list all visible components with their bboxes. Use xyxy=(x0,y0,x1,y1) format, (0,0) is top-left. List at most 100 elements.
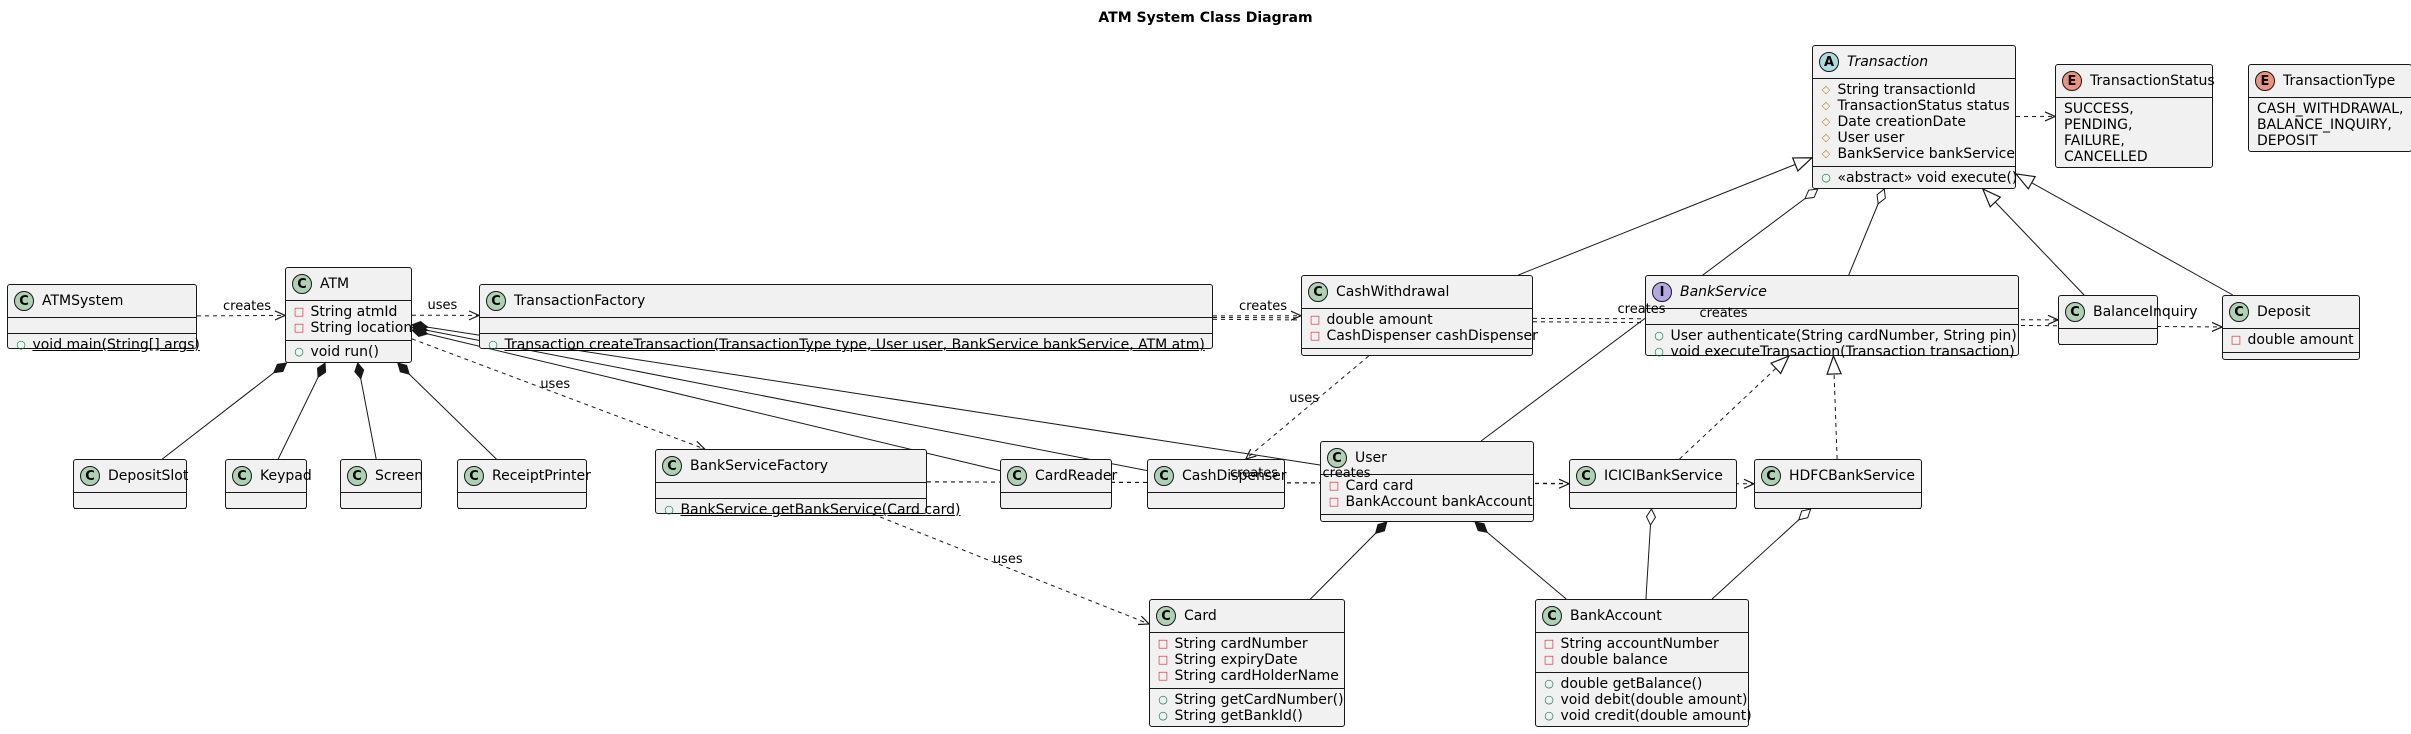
edge-label: creates xyxy=(223,298,272,314)
public-visibility-icon: ○ xyxy=(1654,329,1664,342)
method: ○ BankService getBankService(Card card) xyxy=(662,502,960,518)
method: ○ String getBankId() xyxy=(1156,708,1336,724)
method-text: BankService getBankService(Card card) xyxy=(680,502,961,518)
edge-label: creates xyxy=(1239,298,1288,314)
field-text: CashDispenser cashDispenser xyxy=(1326,328,1538,344)
class-badge-icon: C xyxy=(1308,282,1328,302)
field: □ double amount xyxy=(1308,312,1524,328)
method-text: void debit(double amount) xyxy=(1560,692,1748,708)
field: ◇ TransactionStatus status xyxy=(1819,98,2010,114)
protected-visibility-icon: ◇ xyxy=(1821,131,1831,144)
protected-visibility-icon: ◇ xyxy=(1821,115,1831,128)
field: ◇ User user xyxy=(1819,130,2007,146)
composition-edge-user-bankaccount xyxy=(1475,522,1567,600)
fields-section: □ String accountNumber□ double balance xyxy=(1536,632,1748,672)
methods-section xyxy=(2059,344,2157,360)
field: □ double amount xyxy=(2229,332,2354,348)
class-badge-icon: C xyxy=(1007,466,1027,486)
protected-visibility-icon: ◇ xyxy=(1821,83,1831,96)
enum-values: SUCCESS,PENDING,FAILURE,CANCELLED xyxy=(2056,97,2212,169)
field: □ String atmId xyxy=(292,304,403,320)
method: ○ Transaction createTransaction(Transact… xyxy=(486,337,1205,353)
method: ○ String getCardNumber() xyxy=(1156,692,1343,708)
class-badge-icon: C xyxy=(1542,606,1562,626)
enum-value-text: SUCCESS, xyxy=(2064,101,2134,117)
fields-section: ◇ String transactionId◇ TransactionStatu… xyxy=(1813,78,2015,166)
fields-section: □ double amount□ CashDispenser cashDispe… xyxy=(1302,308,1538,348)
field-text: Date creationDate xyxy=(1837,114,1966,130)
private-visibility-icon: □ xyxy=(1157,669,1169,682)
methods-section xyxy=(1570,508,1736,524)
field-text: User user xyxy=(1837,130,1905,146)
class-badge-icon: C xyxy=(80,466,100,486)
class-badge-icon: C xyxy=(1576,466,1596,486)
field: □ String expiryDate xyxy=(1156,652,1336,668)
fields-section xyxy=(341,492,421,508)
fields-section xyxy=(1570,492,1736,508)
fields-section xyxy=(1148,492,1284,508)
enum-value: PENDING, xyxy=(2062,117,2204,133)
field-text: double balance xyxy=(1560,652,1668,668)
private-visibility-icon: □ xyxy=(1309,329,1321,342)
composition-edge-atm-keypad xyxy=(277,363,325,460)
private-visibility-icon: □ xyxy=(1157,637,1169,650)
class-name: ATM xyxy=(320,276,350,292)
field-text: BankAccount bankAccount xyxy=(1345,494,1533,510)
enum-value: FAILURE, xyxy=(2062,133,2204,149)
realization-edge-hdfcbankservice-bankservice xyxy=(1833,356,1837,460)
field-text: double amount xyxy=(1326,312,1433,328)
class-name: Deposit xyxy=(2257,304,2311,320)
field: □ Card card xyxy=(1327,478,1525,494)
private-visibility-icon: □ xyxy=(1543,653,1555,666)
class-name: ReceiptPrinter xyxy=(492,468,591,484)
method: ○ double getBalance() xyxy=(1542,676,1740,692)
composition-edge-user-card xyxy=(1310,522,1386,600)
edge-label: creates xyxy=(1617,301,1666,317)
composition-edge-atm-screen xyxy=(358,363,377,460)
methods-section xyxy=(1001,508,1111,524)
method-text: String getCardNumber() xyxy=(1174,692,1344,708)
method: ○ «abstract» void execute() xyxy=(1819,170,2017,186)
methods-section xyxy=(226,508,306,524)
class-name: CashDispenser xyxy=(1182,468,1287,484)
fields-section xyxy=(8,317,196,333)
fields-section xyxy=(656,482,926,498)
method-text: Transaction createTransaction(Transactio… xyxy=(504,337,1205,353)
enum-value: SUCCESS, xyxy=(2062,101,2204,117)
aggregation-edge-hdfcbankservice-bankaccount xyxy=(1711,509,1811,600)
field-text: String location xyxy=(310,320,413,336)
edge-label: creates xyxy=(1699,306,1748,322)
enum-value-text: FAILURE, xyxy=(2064,133,2125,149)
